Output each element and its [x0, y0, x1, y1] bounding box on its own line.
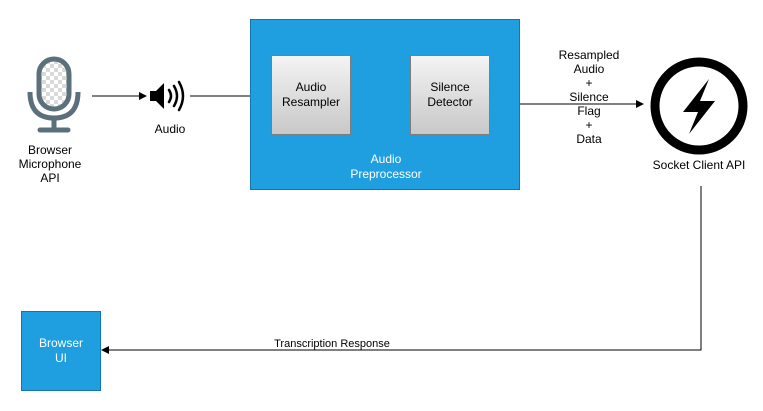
socket-to-browser-ui-arrow [101, 186, 702, 354]
browser-ui-box: Browser UI [21, 311, 101, 391]
microphone-label: Browser Microphone API [18, 143, 82, 185]
audio-preprocessor-box: Audio Resampler Silence Detector Audio P… [250, 19, 520, 190]
resampled-audio-label: Resampled Audio + Silence Flag + Data [558, 48, 620, 146]
audio-preprocessor-label: Audio Preprocessor [350, 152, 422, 181]
socketio-icon [650, 57, 748, 155]
speaker-icon [150, 80, 185, 112]
socket-client-label: Socket Client API [652, 158, 746, 172]
transcription-response-label: Transcription Response [274, 338, 390, 350]
microphone-icon [27, 56, 81, 133]
audio-label: Audio [154, 122, 186, 136]
audio-resampler-box: Audio Resampler [271, 55, 351, 135]
silence-detector-box: Silence Detector [410, 55, 490, 135]
